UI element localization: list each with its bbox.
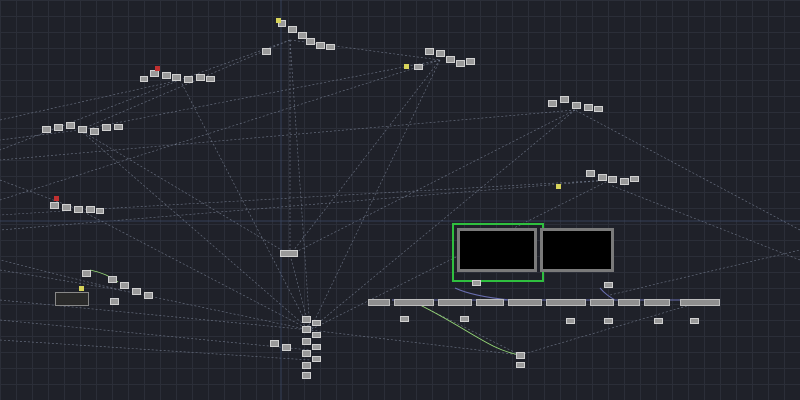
graph-node[interactable] xyxy=(690,318,699,324)
graph-node[interactable] xyxy=(414,64,423,70)
graph-node[interactable] xyxy=(312,320,321,326)
graph-node[interactable] xyxy=(132,288,141,295)
graph-node[interactable] xyxy=(630,176,639,182)
graph-node[interactable] xyxy=(108,276,117,283)
graph-node[interactable] xyxy=(456,60,465,67)
graph-node-center[interactable] xyxy=(280,250,298,257)
graph-node[interactable] xyxy=(400,316,409,322)
graph-node[interactable] xyxy=(654,318,663,324)
graph-node[interactable] xyxy=(302,316,311,323)
warning-icon xyxy=(556,184,561,189)
graph-node[interactable] xyxy=(74,206,83,213)
dashed-wires xyxy=(0,39,800,361)
graph-node[interactable] xyxy=(150,70,159,77)
graph-node[interactable] xyxy=(620,178,629,185)
output-tile[interactable] xyxy=(590,299,614,306)
graph-node[interactable] xyxy=(312,332,321,338)
output-tile[interactable] xyxy=(644,299,670,306)
graph-node[interactable] xyxy=(298,32,307,39)
output-tile[interactable] xyxy=(618,299,640,306)
graph-node[interactable] xyxy=(82,270,91,277)
graph-node[interactable] xyxy=(206,76,215,82)
graph-node[interactable] xyxy=(566,318,575,324)
graph-node[interactable] xyxy=(548,100,557,107)
graph-node[interactable] xyxy=(302,372,311,379)
graph-node[interactable] xyxy=(302,350,311,357)
graph-node[interactable] xyxy=(270,340,279,347)
graph-node[interactable] xyxy=(262,48,271,55)
viewer-node-left[interactable] xyxy=(457,228,537,272)
graph-node[interactable] xyxy=(110,298,119,305)
graph-node[interactable] xyxy=(312,344,321,350)
graph-node[interactable] xyxy=(302,362,311,369)
graph-node[interactable] xyxy=(326,44,335,50)
graph-node[interactable] xyxy=(54,124,63,131)
graph-node[interactable] xyxy=(144,292,153,299)
graph-node[interactable] xyxy=(102,124,111,131)
graph-node[interactable] xyxy=(172,74,181,81)
graph-node[interactable] xyxy=(66,122,75,129)
graph-node[interactable] xyxy=(96,208,104,214)
graph-node[interactable] xyxy=(302,326,311,333)
graph-node[interactable] xyxy=(460,316,469,322)
graph-node[interactable] xyxy=(140,76,148,82)
output-tile[interactable] xyxy=(368,299,390,306)
graph-node[interactable] xyxy=(466,58,475,65)
output-tile[interactable] xyxy=(476,299,504,306)
error-flag-icon xyxy=(54,196,59,201)
graph-node[interactable] xyxy=(316,42,325,49)
graph-node[interactable] xyxy=(312,356,321,362)
graph-node[interactable] xyxy=(306,38,315,45)
graph-node[interactable] xyxy=(162,72,171,79)
warning-icon xyxy=(404,64,409,69)
output-tile[interactable] xyxy=(508,299,542,306)
graph-node[interactable] xyxy=(516,352,525,359)
graph-node[interactable] xyxy=(196,74,205,81)
graph-node[interactable] xyxy=(472,280,481,286)
graph-node[interactable] xyxy=(598,174,607,181)
graph-node[interactable] xyxy=(594,106,603,112)
graph-node[interactable] xyxy=(62,204,71,211)
warning-icon xyxy=(79,286,84,291)
warning-icon xyxy=(276,18,281,23)
graph-node[interactable] xyxy=(604,282,613,288)
graph-node[interactable] xyxy=(608,176,617,183)
graph-node[interactable] xyxy=(436,50,445,57)
graph-node[interactable] xyxy=(184,76,193,83)
output-tile[interactable] xyxy=(438,299,472,306)
error-flag-icon xyxy=(155,66,160,71)
selected-wire xyxy=(419,304,521,356)
output-tile[interactable] xyxy=(680,299,720,306)
graph-node[interactable] xyxy=(446,56,455,63)
graph-node[interactable] xyxy=(572,102,581,109)
graph-node[interactable] xyxy=(288,26,297,33)
graph-node[interactable] xyxy=(560,96,569,103)
graph-node[interactable] xyxy=(114,124,123,130)
graph-node[interactable] xyxy=(78,126,87,133)
output-tile[interactable] xyxy=(546,299,586,306)
graph-node[interactable] xyxy=(586,170,595,177)
graph-node[interactable] xyxy=(604,318,613,324)
graph-node[interactable] xyxy=(425,48,434,55)
viewer-node-right[interactable] xyxy=(540,228,614,272)
graph-node[interactable] xyxy=(90,128,99,135)
output-tile[interactable] xyxy=(394,299,434,306)
graph-node[interactable] xyxy=(278,20,286,27)
graph-node[interactable] xyxy=(516,362,525,368)
graph-node[interactable] xyxy=(282,344,291,351)
graph-node[interactable] xyxy=(86,206,95,213)
graph-node[interactable] xyxy=(42,126,51,133)
graph-node[interactable] xyxy=(302,338,311,345)
graph-node[interactable] xyxy=(120,282,129,289)
graph-node[interactable] xyxy=(50,202,59,209)
graph-node-dark[interactable] xyxy=(55,292,89,306)
graph-node[interactable] xyxy=(584,104,593,111)
